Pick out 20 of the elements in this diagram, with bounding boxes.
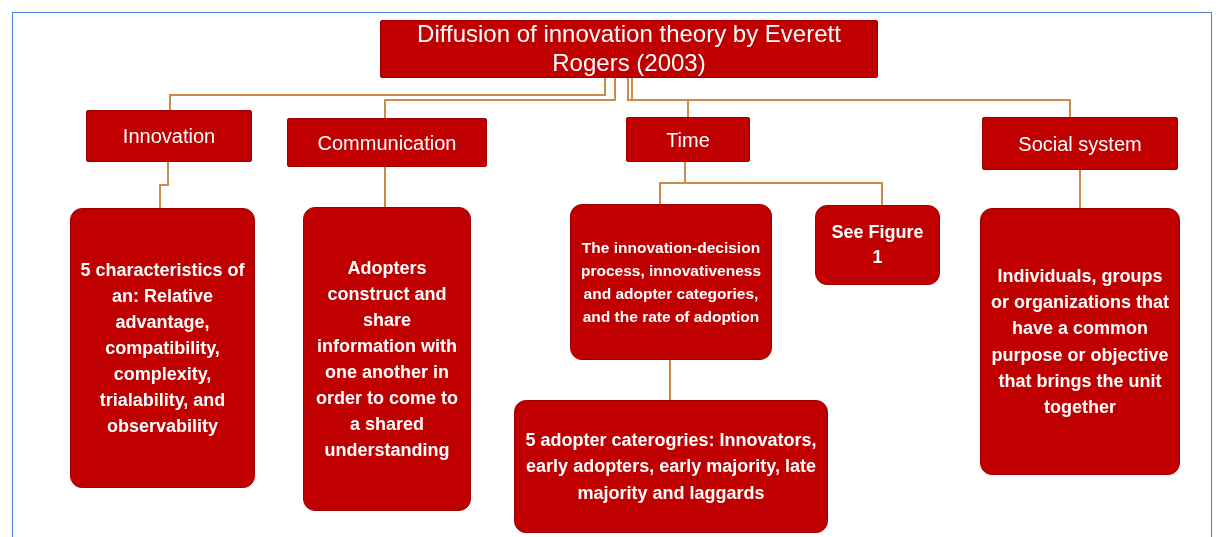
description-box: See Figure 1 (815, 205, 940, 285)
connector-line (169, 77, 606, 111)
title-box: Diffusion of innovation theory by Everett Rogers (2003) (380, 20, 878, 78)
description-box: The innovation-decision process, innovativeness and adopter categories, and the rate of adoption (570, 204, 772, 360)
description-box: 5 adopter caterogries: Innovators, early adopters, early majority, late majority and laggards (514, 400, 828, 533)
category-box: Communication (287, 118, 487, 167)
description-box: Individuals, groups or organizations that have a common purpose or objective that brings the unit together (980, 208, 1180, 475)
description-box: 5 characteristics of an: Relative advantage, compatibility, complexity, trialability, and observability (70, 208, 255, 488)
category-box: Time (626, 117, 750, 162)
connector-line (684, 161, 883, 206)
connector-line (1079, 169, 1081, 209)
connector-line (384, 166, 386, 208)
connector-line (159, 161, 169, 209)
description-box: Adopters construct and share information with one another in order to come to a shared understanding (303, 207, 471, 511)
category-box: Innovation (86, 110, 252, 162)
category-box: Social system (982, 117, 1178, 170)
connector-line (631, 77, 1071, 118)
connector-line (384, 77, 616, 119)
connector-line (669, 359, 671, 401)
connector-line (627, 77, 689, 118)
